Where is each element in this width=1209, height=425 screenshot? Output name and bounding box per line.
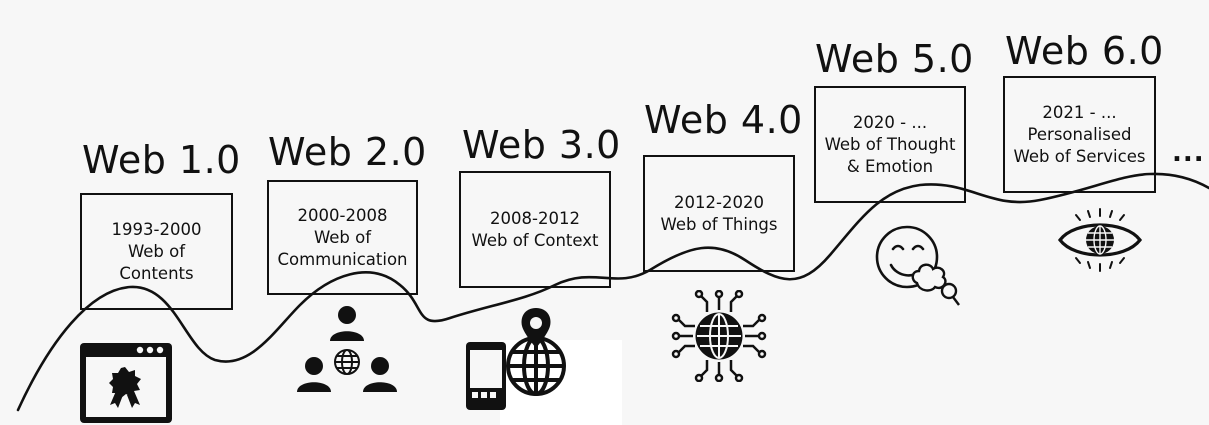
era-box-web-5: 2020 - ... Web of Thought & Emotion	[814, 86, 966, 203]
connected-globe-chip-icon	[671, 290, 767, 382]
era-box-web-2: 2000-2008 Web of Communication	[267, 180, 418, 295]
era-box-web-1: 1993-2000 Web of Contents	[80, 193, 233, 310]
continuation-ellipsis: ...	[1172, 138, 1205, 168]
era-title-web-5: Web 5.0	[815, 37, 974, 81]
people-network-icon	[297, 306, 397, 392]
era-box-web-4: 2012-2020 Web of Things	[643, 155, 795, 272]
era-description-web-1: 1993-2000 Web of Contents	[111, 219, 202, 283]
era-description-web-6: 2021 - ... Personalised Web of Services	[1013, 102, 1146, 166]
era-description-web-3: 2008-2012 Web of Context	[471, 208, 599, 250]
era-title-web-3: Web 3.0	[462, 123, 621, 167]
era-description-web-2: 2000-2008 Web of Communication	[277, 205, 408, 269]
era-description-web-4: 2012-2020 Web of Things	[660, 192, 778, 234]
phone-globe-location-icon	[466, 308, 566, 410]
browser-badge-icon	[80, 343, 172, 423]
smiley-thought-icon	[875, 225, 960, 306]
eye-globe-icon	[1057, 208, 1143, 272]
era-title-web-1: Web 1.0	[82, 138, 241, 182]
era-title-web-6: Web 6.0	[1005, 29, 1164, 73]
era-box-web-6: 2021 - ... Personalised Web of Services	[1003, 76, 1156, 193]
era-title-web-2: Web 2.0	[268, 130, 427, 174]
era-box-web-3: 2008-2012 Web of Context	[459, 171, 611, 288]
era-description-web-5: 2020 - ... Web of Thought & Emotion	[824, 112, 956, 176]
era-title-web-4: Web 4.0	[644, 98, 803, 142]
